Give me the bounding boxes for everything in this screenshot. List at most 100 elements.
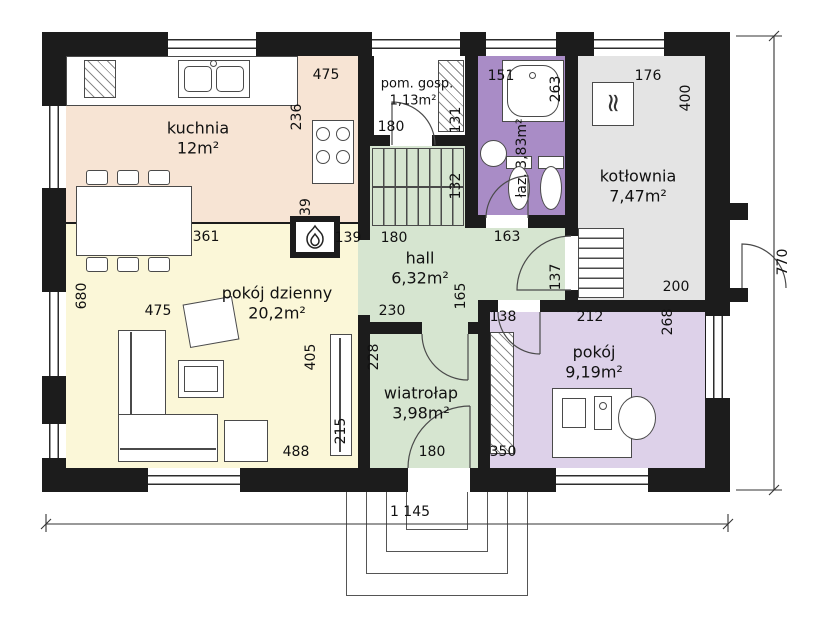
window-pom-gosp-top — [372, 32, 460, 56]
sink-basin-left — [184, 66, 212, 92]
dim-212: 212 — [576, 309, 604, 325]
side-entry-opening — [730, 220, 748, 288]
chair — [148, 170, 170, 185]
tv-cabinet-line — [339, 338, 341, 452]
porch-step-1 — [346, 492, 528, 596]
pc-tower — [594, 396, 612, 430]
dim-180-pomgosp: 180 — [377, 119, 405, 135]
dim-176: 176 — [634, 68, 662, 84]
dim-350: 350 — [489, 444, 517, 460]
dim-139: 139 — [334, 230, 362, 246]
label-kotlownia-area: 7,47m² — [609, 186, 667, 206]
door-opening-pokoj — [498, 300, 540, 312]
opening-hall-wiatrolap — [422, 322, 468, 334]
dim-361: 361 — [192, 229, 220, 245]
label-kuchnia-area: 12m² — [176, 138, 220, 158]
window-kuchnia-left — [42, 106, 66, 188]
wardrobe — [490, 332, 514, 454]
door-opening-pom-gosp — [390, 135, 432, 146]
label-hall-name: hall — [405, 248, 435, 268]
dining-table — [76, 186, 192, 256]
dim-230: 230 — [378, 303, 406, 319]
window-living-bottom — [148, 468, 240, 492]
tv-cabinet — [330, 334, 352, 456]
opening-living-hall — [358, 240, 370, 315]
label-lazienka: łaz. 3,83m² — [514, 118, 530, 198]
utility-closet — [438, 60, 464, 132]
dim-151: 151 — [487, 68, 515, 84]
sink-basin-right — [216, 66, 244, 92]
dim-215: 215 — [333, 417, 349, 445]
dim-180-wiatrolap: 180 — [418, 444, 446, 460]
sink-faucet — [210, 60, 217, 67]
label-pom-gosp-name: pom. gosp. — [380, 76, 454, 92]
fireplace-inner — [296, 222, 334, 252]
heater-icon: ≈ — [598, 92, 628, 114]
stairs-basement — [578, 228, 624, 298]
window-living-left-small — [42, 424, 66, 458]
dim-263: 263 — [548, 75, 564, 103]
chair — [117, 257, 139, 272]
room-hall-passage — [465, 228, 478, 322]
window-pokoj-right — [706, 316, 730, 398]
dim-163: 163 — [493, 229, 521, 245]
window-pokoj-bottom — [556, 468, 648, 492]
dim-400: 400 — [678, 84, 694, 112]
bidet-bowl — [540, 166, 562, 210]
label-kotlownia-name: kotłownia — [599, 166, 677, 186]
dim-138: 138 — [489, 309, 517, 325]
chair — [148, 257, 170, 272]
boiler — [592, 82, 634, 126]
bathtub-drain — [529, 72, 536, 79]
dim-total-width: 1 145 — [389, 504, 431, 520]
label-hall-area: 6,32m² — [391, 268, 449, 288]
pc-tower-button — [599, 402, 607, 410]
door-opening-lazienka — [486, 215, 528, 228]
window-living-left — [42, 292, 66, 376]
label-pokoj-area: 9,19m² — [565, 362, 623, 382]
dim-228: 228 — [366, 343, 382, 371]
porch-step-2 — [366, 492, 508, 574]
sofa-horizontal — [118, 414, 218, 462]
burner-1 — [316, 127, 330, 141]
dim-680: 680 — [74, 282, 90, 310]
label-pokoj-name: pokój — [572, 342, 616, 362]
dishwasher — [84, 60, 116, 98]
desk-chair — [618, 396, 656, 440]
window-kuchnia-top — [168, 32, 256, 56]
chair — [86, 257, 108, 272]
label-wiatrolap-name: wiatrołap — [383, 383, 459, 403]
porch-step-4 — [406, 492, 468, 530]
dim-180-hall: 180 — [380, 230, 408, 246]
window-kotlownia-top — [594, 32, 664, 56]
dim-488: 488 — [282, 444, 310, 460]
entrance-door-opening — [408, 468, 470, 492]
label-wiatrolap-area: 3,98m² — [392, 403, 450, 423]
dim-236: 236 — [289, 103, 305, 131]
coffee-table-inner — [184, 366, 218, 392]
label-pom-gosp-area: 1,13m² — [389, 93, 437, 109]
dim-137: 137 — [548, 263, 564, 291]
door-opening-kotlownia — [565, 236, 578, 290]
window-lazienka-top — [486, 32, 556, 56]
sofa-seat-line — [120, 448, 216, 450]
dim-total-height: 770 — [775, 248, 791, 276]
dim-268: 268 — [660, 308, 676, 336]
monitor — [562, 398, 586, 428]
dim-39: 39 — [298, 198, 314, 216]
dim-165: 165 — [453, 282, 469, 310]
armchair-right — [224, 420, 268, 462]
chair — [117, 170, 139, 185]
label-pokoj-dzienny-area: 20,2m² — [248, 303, 306, 323]
porch-step-3 — [386, 492, 488, 552]
label-pokoj-dzienny-name: pokój dzienny — [221, 283, 333, 303]
burner-4 — [336, 150, 350, 164]
dim-475-top: 475 — [312, 67, 340, 83]
burner-3 — [316, 150, 330, 164]
dim-131: 131 — [448, 106, 464, 134]
chair — [86, 170, 108, 185]
stairs-landing-line — [372, 186, 464, 188]
dim-132: 132 — [448, 172, 464, 200]
armchair-top — [182, 295, 240, 349]
